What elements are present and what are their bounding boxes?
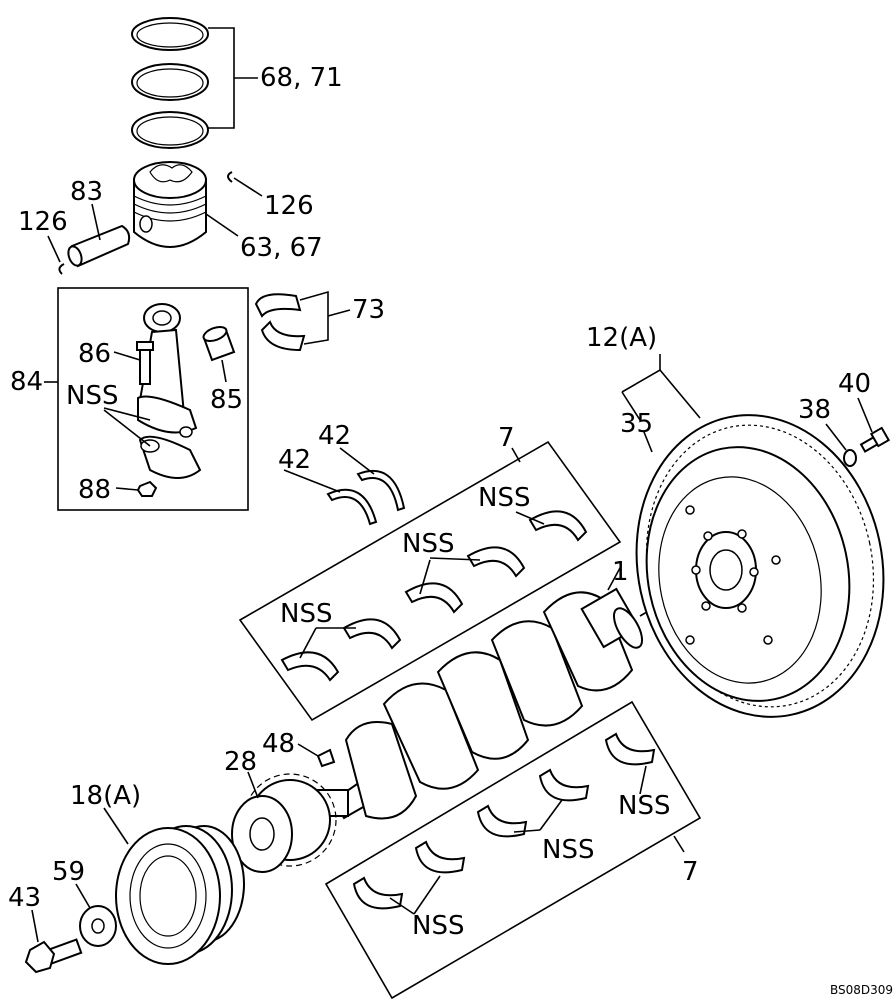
small-end-bushing <box>202 326 236 362</box>
label-nss-u1: NSS <box>478 483 530 513</box>
conrod-bolt <box>136 341 154 385</box>
label-flywheel-bolt: 40 <box>838 369 871 399</box>
crankshaft <box>309 587 643 820</box>
label-rings: 68, 71 <box>260 63 343 93</box>
label-thrust-b: 42 <box>318 421 351 451</box>
label-bolt: 86 <box>78 339 111 369</box>
pulley-bolt <box>24 938 83 974</box>
label-nss-u2: NSS <box>402 529 454 559</box>
label-gear: 28 <box>224 747 257 777</box>
flywheel-bolt <box>859 426 891 453</box>
flywheel-washer <box>843 449 857 467</box>
main-bearings-lower <box>352 732 656 910</box>
label-main-upper: 7 <box>498 423 515 453</box>
label-pulley: 18(A) <box>70 781 141 811</box>
label-thrust-a: 42 <box>278 445 311 475</box>
clip-right <box>227 171 233 183</box>
connecting-rod <box>137 303 202 479</box>
label-conrod-assy: 84 <box>10 367 43 397</box>
label-conrod-bearing: 73 <box>352 295 385 325</box>
conrod-assembly-box <box>57 287 249 511</box>
crank-gear <box>231 773 337 873</box>
label-clip-right: 126 <box>264 191 314 221</box>
main-bearing-lower-box <box>324 700 702 1000</box>
label-nss-u3: NSS <box>280 599 332 629</box>
crank-pulley <box>115 825 245 965</box>
crank-key <box>316 748 336 768</box>
piston-pin <box>67 224 131 268</box>
flywheel <box>635 414 885 718</box>
label-nss-l2: NSS <box>542 835 594 865</box>
label-key: 48 <box>262 729 295 759</box>
label-nut: 88 <box>78 475 111 505</box>
label-pulley-washer: 59 <box>52 857 85 887</box>
label-flywheel-assy: 12(A) <box>586 323 657 353</box>
label-bushing: 85 <box>210 385 243 415</box>
label-ring-gear: 35 <box>620 409 653 439</box>
conrod-bearing <box>254 293 306 352</box>
clip-left <box>58 263 65 275</box>
label-piston: 63, 67 <box>240 233 323 263</box>
thrust-washers <box>326 469 406 526</box>
label-clip-left: 126 <box>18 207 68 237</box>
pulley-washer <box>79 905 117 947</box>
label-main-lower: 7 <box>682 857 699 887</box>
label-nss-l1: NSS <box>412 911 464 941</box>
main-bearings-upper <box>280 510 588 682</box>
label-nss-rod: NSS <box>66 381 118 411</box>
main-bearing-upper-box <box>238 440 622 722</box>
piston-rings <box>131 17 258 149</box>
drawing-code: BS08D309 <box>830 983 893 997</box>
label-nss-l3: NSS <box>618 791 670 821</box>
label-washer: 38 <box>798 395 831 425</box>
label-pin: 83 <box>70 177 103 207</box>
label-pulley-bolt: 43 <box>8 883 41 913</box>
piston <box>133 161 207 248</box>
conrod-nut <box>136 480 158 497</box>
label-crankshaft: 1 <box>612 557 629 587</box>
